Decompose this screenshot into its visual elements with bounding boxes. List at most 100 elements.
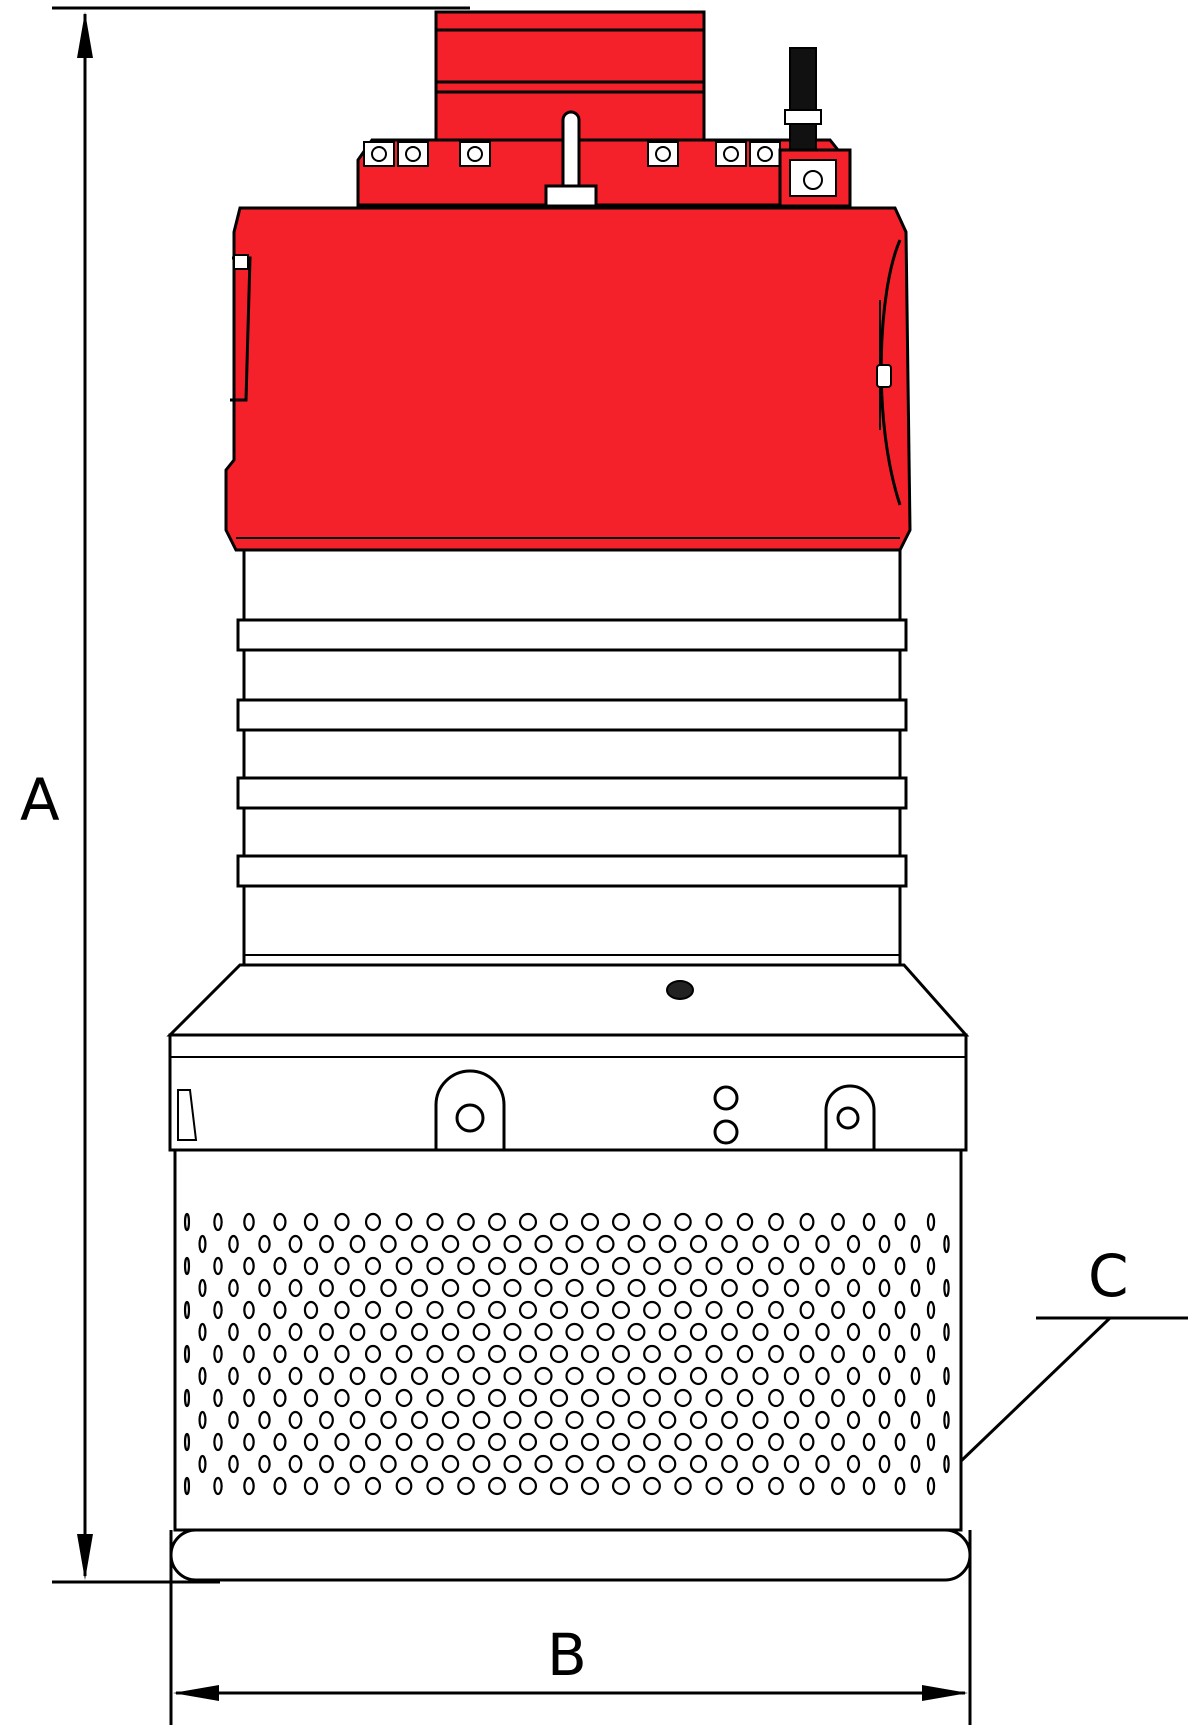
- strainer-hole: [565, 1234, 584, 1254]
- strainer-hole: [518, 1212, 538, 1232]
- strainer-hole: [395, 1344, 413, 1364]
- strainer-hole: [364, 1344, 382, 1364]
- strainer-hole: [596, 1366, 615, 1386]
- strainer-hole: [768, 1300, 784, 1320]
- top-cover: [356, 47, 852, 208]
- strainer-hole: [815, 1234, 830, 1254]
- strainer-hole: [736, 1344, 754, 1364]
- strainer-hole: [288, 1366, 303, 1386]
- strainer-hole: [643, 1300, 661, 1320]
- strainer-hole: [518, 1344, 538, 1364]
- strainer-hole: [689, 1278, 708, 1298]
- strainer-hole: [768, 1432, 784, 1452]
- strainer-hole: [273, 1388, 287, 1408]
- strainer-hole: [426, 1344, 444, 1364]
- strainer-hole: [674, 1344, 692, 1364]
- strainer-hole: [228, 1410, 239, 1430]
- strainer-hole: [228, 1454, 239, 1474]
- strainer-hole: [364, 1476, 382, 1496]
- strainer-hole: [705, 1212, 723, 1232]
- strainer-hole: [565, 1366, 584, 1386]
- power-cable-icon: [778, 47, 852, 208]
- strainer-hole: [198, 1278, 207, 1298]
- strainer-hole: [364, 1212, 382, 1232]
- strainer-hole: [910, 1278, 921, 1298]
- strainer-hole: [658, 1366, 677, 1386]
- strainer-hole: [689, 1410, 708, 1430]
- cooling-rib: [236, 854, 908, 888]
- strainer-hole: [288, 1234, 303, 1254]
- strainer-hole: [549, 1432, 569, 1452]
- strainer-hole: [334, 1432, 350, 1452]
- strainer-hole: [273, 1212, 287, 1232]
- strainer-hole: [426, 1388, 444, 1408]
- strainer-hole: [410, 1410, 429, 1430]
- strainer-hole: [503, 1454, 522, 1474]
- strainer-hole: [334, 1344, 350, 1364]
- strainer-hole: [894, 1476, 906, 1496]
- strainer-hole: [243, 1300, 255, 1320]
- cooling-body: [242, 548, 902, 967]
- strainer-hole: [658, 1410, 677, 1430]
- strainer-hole: [457, 1212, 475, 1232]
- strainer-hole: [410, 1234, 429, 1254]
- strainer-hole: [441, 1410, 460, 1430]
- strainer-hole: [503, 1322, 522, 1342]
- strainer-hole: [705, 1256, 723, 1276]
- cooling-rib: [236, 776, 908, 810]
- strainer-hole: [518, 1388, 538, 1408]
- strainer-hole: [441, 1322, 460, 1342]
- strainer-hole: [580, 1300, 600, 1320]
- strainer-hole: [943, 1234, 950, 1254]
- base-ring: [169, 1528, 972, 1582]
- strainer-hole: [831, 1212, 845, 1232]
- strainer-hole: [596, 1278, 615, 1298]
- strainer-hole: [862, 1476, 876, 1496]
- strainer-hole: [426, 1432, 444, 1452]
- strainer-hole: [183, 1212, 191, 1232]
- strainer-hole: [243, 1256, 255, 1276]
- strainer-hole: [736, 1388, 754, 1408]
- strainer-hole: [799, 1300, 815, 1320]
- strainer-hole: [611, 1388, 631, 1408]
- strainer-hole: [768, 1388, 784, 1408]
- strainer-hole: [213, 1432, 223, 1452]
- strainer-hole: [457, 1476, 475, 1496]
- strainer-hole: [183, 1256, 191, 1276]
- strainer-hole: [831, 1476, 845, 1496]
- strainer-hole: [258, 1410, 271, 1430]
- strainer-holes: [183, 1212, 950, 1496]
- strainer-hole: [643, 1476, 661, 1496]
- casing-plug-icon: [666, 980, 694, 1000]
- strainer-hole: [926, 1212, 936, 1232]
- strainer-hole: [183, 1388, 191, 1408]
- strainer-hole: [472, 1454, 491, 1474]
- strainer-hole: [258, 1278, 271, 1298]
- strainer-hole: [705, 1344, 723, 1364]
- dim-b-arrow-right: [922, 1685, 968, 1701]
- strainer-hole: [441, 1278, 460, 1298]
- dim-b-arrow-left: [173, 1685, 219, 1701]
- strainer-hole: [926, 1432, 936, 1452]
- strainer-hole: [674, 1300, 692, 1320]
- strainer-hole: [894, 1300, 906, 1320]
- strainer-hole: [319, 1322, 334, 1342]
- strainer-hole: [721, 1234, 738, 1254]
- strainer-hole: [288, 1322, 303, 1342]
- dimension-b: B: [169, 1530, 972, 1725]
- strainer-hole: [611, 1212, 631, 1232]
- strainer-hole: [799, 1212, 815, 1232]
- strainer-hole: [565, 1410, 584, 1430]
- strainer-hole: [565, 1454, 584, 1474]
- strainer-hole: [534, 1410, 553, 1430]
- strainer-hole: [472, 1366, 491, 1386]
- strainer-hole: [596, 1234, 615, 1254]
- strainer-hole: [334, 1388, 350, 1408]
- strainer-hole: [319, 1410, 334, 1430]
- strainer-hole: [674, 1432, 692, 1452]
- strainer-hole: [349, 1366, 366, 1386]
- strainer-hole: [846, 1234, 861, 1254]
- strainer-hole: [910, 1454, 921, 1474]
- strainer-hole: [364, 1432, 382, 1452]
